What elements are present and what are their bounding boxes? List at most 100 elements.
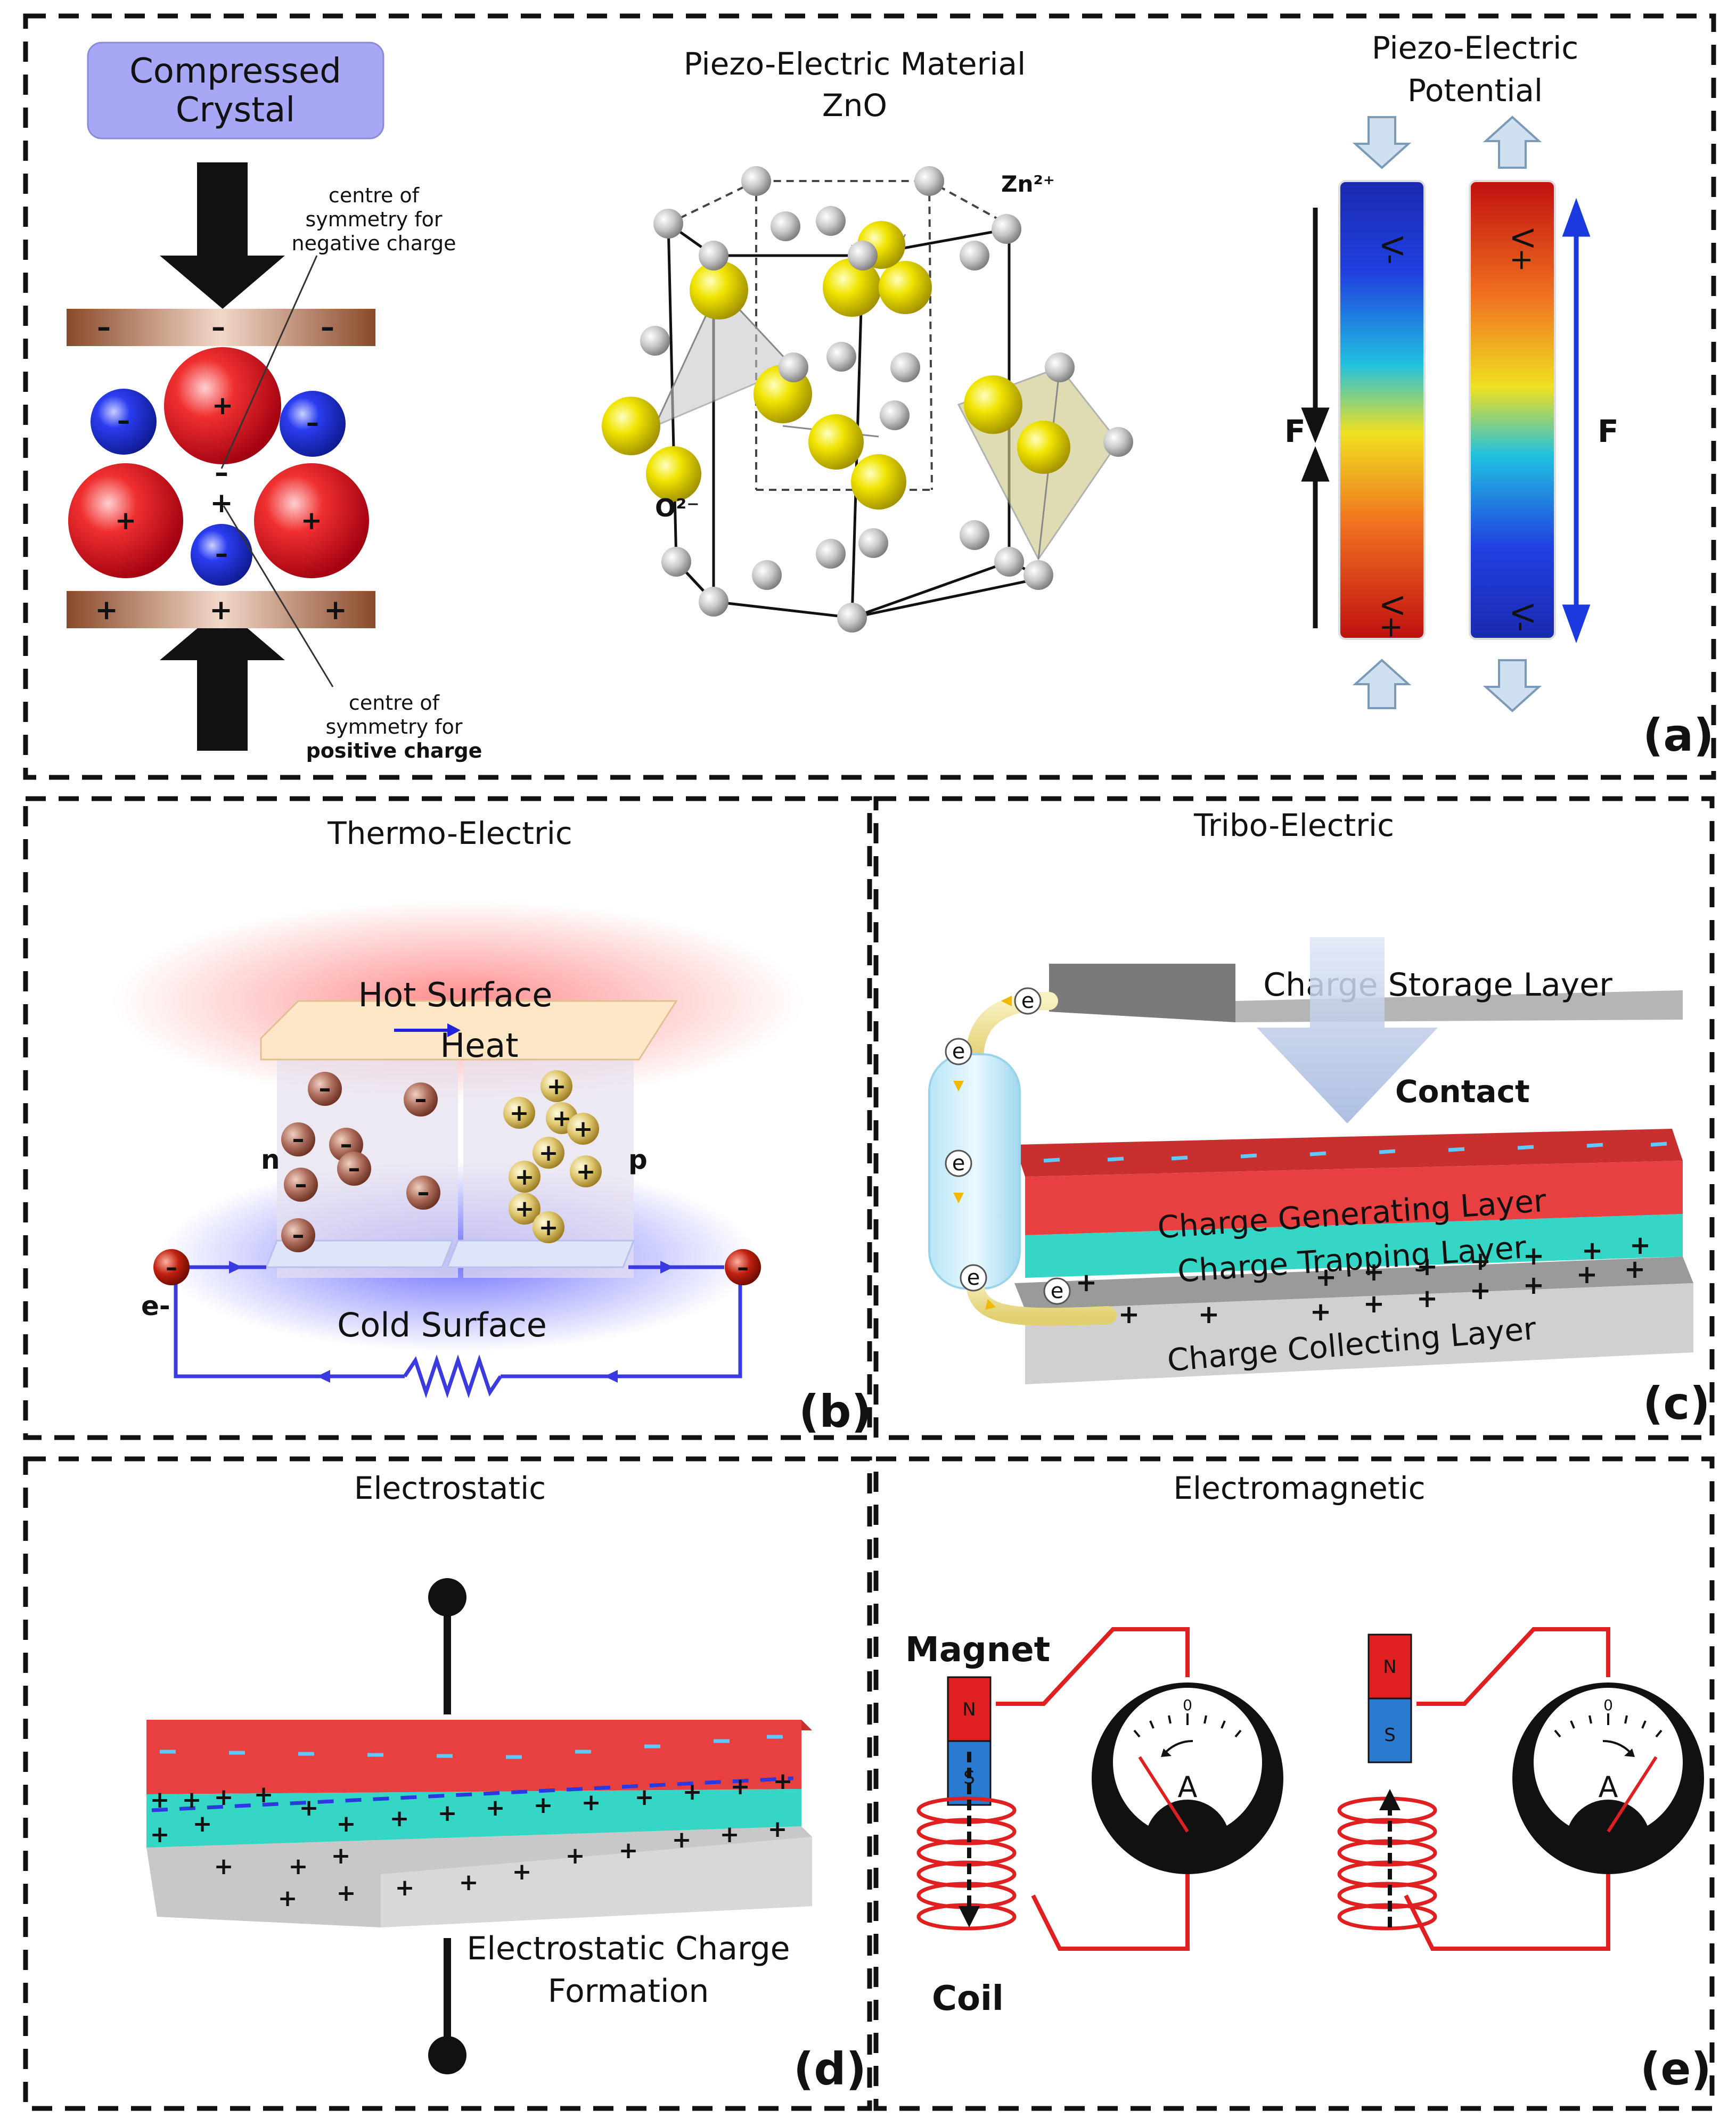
svg-text:+: +: [1470, 1246, 1491, 1276]
svg-text:+: +: [390, 1805, 410, 1832]
load-tube: [928, 1053, 1021, 1290]
nanowire-compressed: [1338, 180, 1426, 640]
potential-title-line-2: Potential: [1407, 72, 1543, 109]
svg-text:+: +: [301, 506, 322, 536]
svg-text:+: +: [515, 1163, 535, 1191]
svg-text:+: +: [337, 1810, 356, 1837]
ion-negative-left: [91, 389, 157, 455]
collecting-layer: [1025, 1283, 1693, 1384]
ion-negative-right: [280, 391, 346, 457]
cold-surface-label: Cold Surface: [337, 1306, 547, 1344]
panel-b: Thermo-Electric Hot Surface Heat n p –– …: [112, 815, 872, 1438]
svg-text:–: –: [340, 1130, 353, 1159]
top-plate: [67, 309, 375, 346]
generating-top: [1014, 1129, 1683, 1177]
svg-text:+: +: [1416, 1252, 1438, 1282]
p-label: p: [628, 1144, 648, 1175]
svg-text:+: +: [1523, 1270, 1544, 1300]
svg-text:–: –: [319, 1074, 331, 1103]
svg-text:–: –: [166, 1254, 177, 1281]
press-down-arrow-icon: [1352, 116, 1412, 169]
svg-text:e: e: [967, 1266, 980, 1290]
svg-text:–: –: [306, 408, 319, 438]
svg-text:–: –: [737, 1254, 749, 1281]
ion-positive-right: [254, 463, 369, 578]
svg-text:+: +: [672, 1826, 692, 1853]
panel-a: Compressed Crystal ––– +++ +++ ––– – + c…: [67, 30, 1714, 762]
svg-text:symmetry for: symmetry for: [325, 715, 462, 738]
pull-down-arrow-icon: [1483, 659, 1542, 712]
svg-text:+: +: [768, 1816, 788, 1843]
svg-text:symmetry for: symmetry for: [305, 208, 442, 231]
electron-left: [153, 1249, 190, 1285]
svg-text:+: +: [459, 1869, 479, 1896]
panel-borders: [23, 13, 1716, 2111]
bottom-plate: [67, 591, 375, 628]
svg-text:+: +: [1118, 1300, 1140, 1329]
svg-text:–: –: [348, 1154, 361, 1183]
svg-text:A: A: [1599, 1770, 1618, 1804]
svg-text:0: 0: [1183, 1696, 1192, 1714]
panel-b-title: Thermo-Electric: [327, 815, 572, 851]
svg-text:+: +: [582, 1789, 601, 1816]
panel-e-border: [873, 1456, 1715, 2111]
panel-c-border: [873, 796, 1715, 1440]
svg-text:+: +: [512, 1858, 532, 1885]
svg-text:–: –: [295, 1170, 307, 1199]
panel-c-label: (c): [1643, 1377, 1710, 1430]
svg-text:–: –: [117, 406, 130, 436]
svg-text:+: +: [95, 594, 118, 626]
tribo-electrons: e e e e e: [945, 987, 1071, 1310]
svg-text:+: +: [486, 1794, 505, 1821]
resistor-icon: [403, 1354, 502, 1399]
panel-b-border: [23, 796, 872, 1440]
svg-text:e: e: [952, 1039, 965, 1064]
crystal-box-line-2: Crystal: [176, 91, 295, 130]
svg-text:+: +: [576, 1158, 596, 1185]
svg-text:+: +: [731, 1773, 750, 1800]
force-label-compress: F: [1284, 413, 1306, 449]
panel-a-label: (a): [1643, 709, 1714, 761]
panel-b-label: (b): [799, 1385, 872, 1438]
contact-label: Contact: [1395, 1073, 1530, 1110]
svg-text:+: +: [299, 1794, 319, 1821]
svg-text:–: –: [211, 311, 225, 343]
svg-text:+: +: [1416, 1284, 1438, 1314]
svg-text:+: +: [510, 1099, 529, 1127]
svg-text:+: +: [115, 506, 136, 536]
svg-text:+: +: [1470, 1276, 1491, 1306]
panel-a-border: [23, 13, 1716, 780]
svg-text:e: e: [1021, 989, 1035, 1013]
nanowire-stretched: [1469, 180, 1556, 640]
svg-text:–: –: [215, 457, 228, 489]
svg-text:N: N: [962, 1699, 976, 1720]
svg-text:+: +: [720, 1821, 740, 1848]
zno-title-line-1: Piezo-Electric Material: [684, 46, 1026, 82]
svg-text:positive charge: positive charge: [306, 739, 482, 762]
svg-text:+: +: [539, 1139, 559, 1167]
panel-d-title: Electrostatic: [354, 1470, 546, 1506]
svg-text:+: +: [331, 1842, 351, 1869]
svg-text:+: +: [1363, 1289, 1385, 1319]
coil-left-icon: [916, 1796, 1017, 1931]
sym-pos-label: centre of symmetry for positive charge: [306, 691, 482, 762]
heat-arrow-icon: [394, 1023, 461, 1037]
contact-arrow-icon: [1257, 937, 1438, 1123]
bottom-terminal: [428, 2036, 466, 2074]
panel-d: Electrostatic +++ +++ +++ +++ +++ +++ + …: [146, 1470, 866, 2095]
magnet-label: Magnet: [905, 1630, 1050, 1670]
svg-text:N: N: [1383, 1656, 1396, 1678]
svg-text:+: +: [150, 1786, 170, 1813]
svg-text:+: +: [193, 1810, 212, 1837]
n-label: n: [261, 1144, 280, 1175]
rod2-v-minus: V-: [1505, 603, 1539, 631]
compress-force-arrows-icon: [1301, 208, 1330, 628]
svg-text:–: –: [415, 1085, 427, 1113]
svg-text:+: +: [209, 594, 233, 626]
panel-d-border: [23, 1456, 872, 2111]
hot-plate: [260, 1000, 678, 1061]
heat-label: Heat: [440, 1026, 518, 1065]
rod2-v-plus: V+: [1505, 228, 1539, 272]
svg-text:+: +: [1523, 1241, 1544, 1271]
